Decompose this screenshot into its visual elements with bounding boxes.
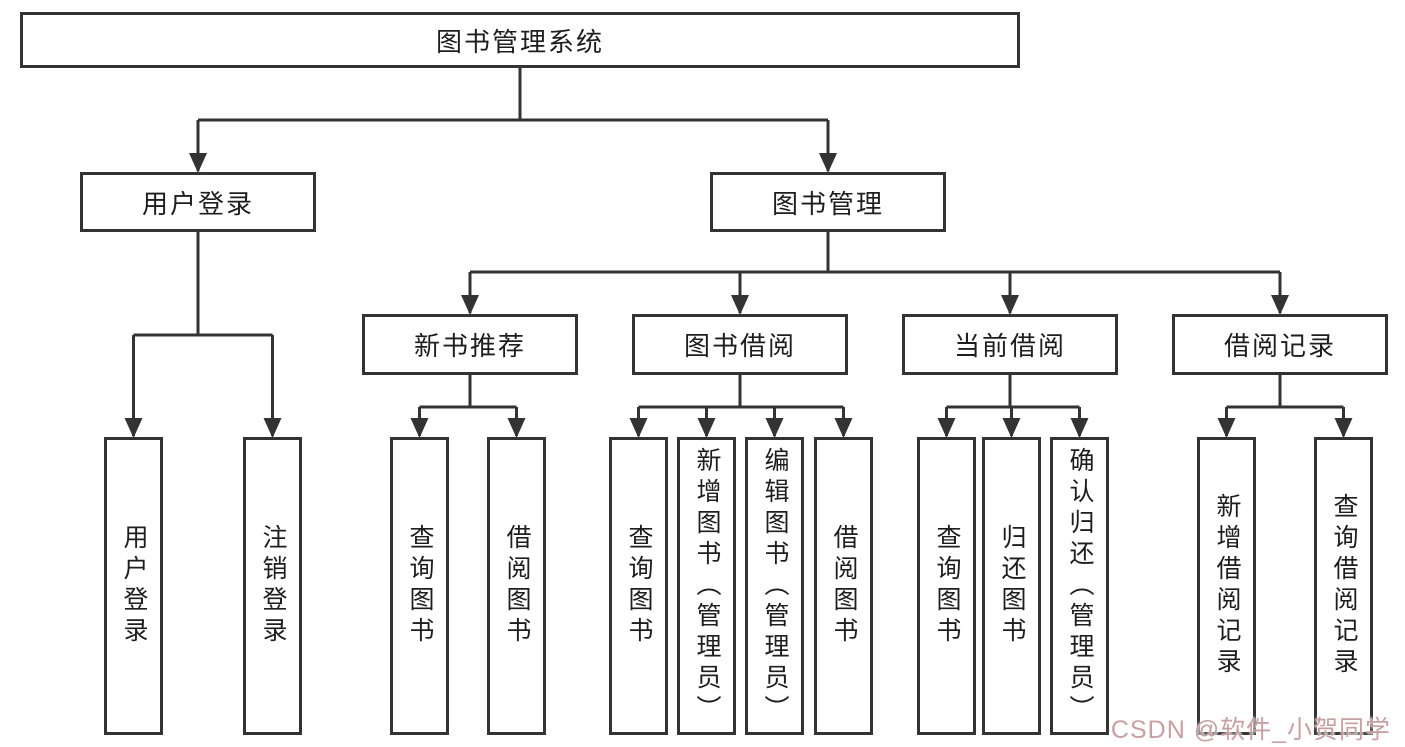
node-library-system: 图书管理系统 bbox=[20, 12, 1020, 68]
leaf-logout: 注销登录 bbox=[243, 437, 302, 735]
leaf-nb-borrow-books: 借阅图书 bbox=[487, 437, 546, 735]
node-book-borrowing: 图书借阅 bbox=[632, 314, 848, 375]
leaf-bb-add-books-admin: 新增图书（管理员） bbox=[677, 437, 736, 735]
node-new-book-recommend: 新书推荐 bbox=[362, 314, 578, 375]
node-user-login: 用户登录 bbox=[80, 172, 316, 232]
leaf-nb-query-books: 查询图书 bbox=[390, 437, 449, 735]
leaf-cb-return-books: 归还图书 bbox=[982, 437, 1041, 735]
leaf-cb-query-books: 查询图书 bbox=[917, 437, 976, 735]
leaf-cb-confirm-return-admin: 确认归还（管理员） bbox=[1050, 437, 1109, 735]
leaf-bb-borrow-books: 借阅图书 bbox=[814, 437, 873, 735]
node-book-management: 图书管理 bbox=[710, 172, 946, 232]
node-current-borrowing: 当前借阅 bbox=[902, 314, 1118, 375]
watermark: CSDN @软件_小贺同学 bbox=[1110, 716, 1391, 744]
leaf-user-login: 用户登录 bbox=[104, 437, 163, 735]
leaf-br-add-record: 新增借阅记录 bbox=[1197, 437, 1256, 735]
leaf-bb-edit-books-admin: 编辑图书（管理员） bbox=[745, 437, 804, 735]
leaf-br-query-record: 查询借阅记录 bbox=[1314, 437, 1373, 735]
node-borrowing-records: 借阅记录 bbox=[1172, 314, 1388, 375]
leaf-bb-query-books: 查询图书 bbox=[609, 437, 668, 735]
